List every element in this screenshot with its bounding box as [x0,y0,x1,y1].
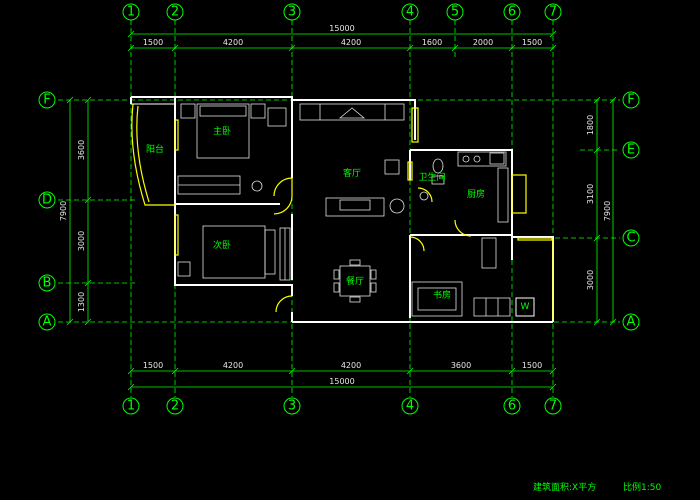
left-dim-seg-3: 1300 [77,292,86,312]
bottom-column-bubbles: 1 2 3 4 6 7 [122,397,562,415]
dining-room-furniture [333,259,377,303]
room-label-second-bedroom: 次卧 [213,239,231,251]
room-label-study: 书房 [433,289,451,301]
bathroom-fixtures [419,158,445,201]
study-furniture [411,281,535,317]
bottom-dim-seg-1: 1500 [143,361,163,370]
svg-text:4: 4 [406,399,414,414]
top-dim-seg-4: 1600 [422,38,442,47]
footer-area-note: 建筑面积:X平方 [533,481,596,493]
room-label-dining-room: 餐厅 [346,275,364,287]
row-bubble-E-right: E [622,141,640,159]
windows [174,107,554,320]
top-dim-seg-3: 4200 [341,38,361,47]
master-bedroom-furniture [177,103,287,195]
column-bubble-6-top: 6 [503,3,521,21]
column-grid-lines [130,20,554,397]
right-dim-seg-3: 3000 [586,270,595,290]
right-outer-dimension: 7900 [603,201,612,221]
svg-text:1: 1 [127,399,135,414]
column-bubble-7-bottom: 7 [544,397,562,415]
top-dim-seg-1: 1500 [143,38,163,47]
svg-text:7: 7 [549,399,557,414]
svg-text:A: A [43,315,52,330]
column-bubble-2-top: 2 [166,3,184,21]
left-dim-seg-1: 3600 [77,140,86,160]
bottom-dim-seg-3: 4200 [341,361,361,370]
svg-text:4: 4 [406,5,414,20]
svg-text:F: F [627,93,634,108]
svg-text:3: 3 [288,399,296,414]
row-bubble-C-right: C [622,229,640,247]
exterior-walls [130,96,554,323]
right-dimensions: 1800 3100 3000 7900 [586,96,617,326]
right-row-bubbles: F E C A [622,91,640,331]
room-label-kitchen: 厨房 [467,188,485,200]
left-outer-dimension: 7900 [59,201,68,221]
svg-text:C: C [626,231,635,246]
top-dim-seg-5: 2000 [473,38,493,47]
bottom-dimensions: 1500 4200 4200 3600 1500 15000 [127,361,557,391]
bottom-total-dimension: 15000 [329,377,354,386]
svg-text:1: 1 [127,5,135,20]
svg-text:5: 5 [451,5,459,20]
column-bubble-5-top: 5 [446,3,464,21]
room-label-master-bedroom: 主卧 [213,125,231,137]
row-bubble-F-left: F [38,91,56,109]
svg-text:2: 2 [171,5,179,20]
left-dimensions: 7900 3600 3000 1300 [59,96,92,326]
svg-text:6: 6 [508,399,516,414]
left-row-bubbles: F D B A [38,91,56,331]
right-dim-seg-1: 1800 [586,115,595,135]
top-dimensions: 15000 1500 4200 4200 1600 2000 1500 [127,24,557,52]
footer-scale-note: 比例1:50 [623,481,661,493]
svg-text:E: E [627,143,635,158]
kitchen-fixtures [457,151,509,269]
column-bubble-3-top: 3 [283,3,301,21]
column-bubble-3-bottom: 3 [283,397,301,415]
bottom-dim-seg-4: 3600 [451,361,471,370]
top-total-dimension: 15000 [329,24,354,33]
svg-text:6: 6 [508,5,516,20]
room-label-wc-mark: W [521,302,530,312]
column-bubble-4-bottom: 4 [401,397,419,415]
bottom-dim-seg-5: 1500 [522,361,542,370]
column-bubble-4-top: 4 [401,3,419,21]
left-dim-seg-2: 3000 [77,231,86,251]
svg-text:3: 3 [288,5,296,20]
balcony-outline [131,103,175,206]
room-label-bathroom: 卫生间 [418,171,445,183]
top-dim-seg-6: 1500 [522,38,542,47]
doors [273,177,472,313]
svg-text:F: F [43,93,50,108]
row-bubble-B-left: B [38,274,56,292]
svg-text:2: 2 [171,399,179,414]
living-room-furniture [299,103,405,217]
column-bubble-2-bottom: 2 [166,397,184,415]
column-bubble-7-top: 7 [544,3,562,21]
column-bubble-1-top: 1 [122,3,140,21]
row-bubble-A-right: A [622,313,640,331]
room-label-living-room: 客厅 [343,167,361,179]
room-label-balcony: 阳台 [146,143,164,155]
svg-text:7: 7 [549,5,557,20]
bottom-dim-seg-2: 4200 [223,361,243,370]
second-bedroom-furniture [177,225,291,281]
top-dim-seg-2: 4200 [223,38,243,47]
right-dim-seg-2: 3100 [586,184,595,204]
row-bubble-A-left: A [38,313,56,331]
column-bubble-1-bottom: 1 [122,397,140,415]
column-bubble-6-bottom: 6 [503,397,521,415]
top-column-bubbles: 1 2 3 4 5 6 7 [122,3,562,21]
svg-text:A: A [627,315,636,330]
svg-text:D: D [42,193,52,208]
room-labels: 阳台 主卧 客厅 卫生间 厨房 次卧 餐厅 书房 W [146,125,530,312]
svg-text:B: B [43,276,52,291]
row-bubble-D-left: D [38,191,56,209]
row-bubble-F-right: F [622,91,640,109]
